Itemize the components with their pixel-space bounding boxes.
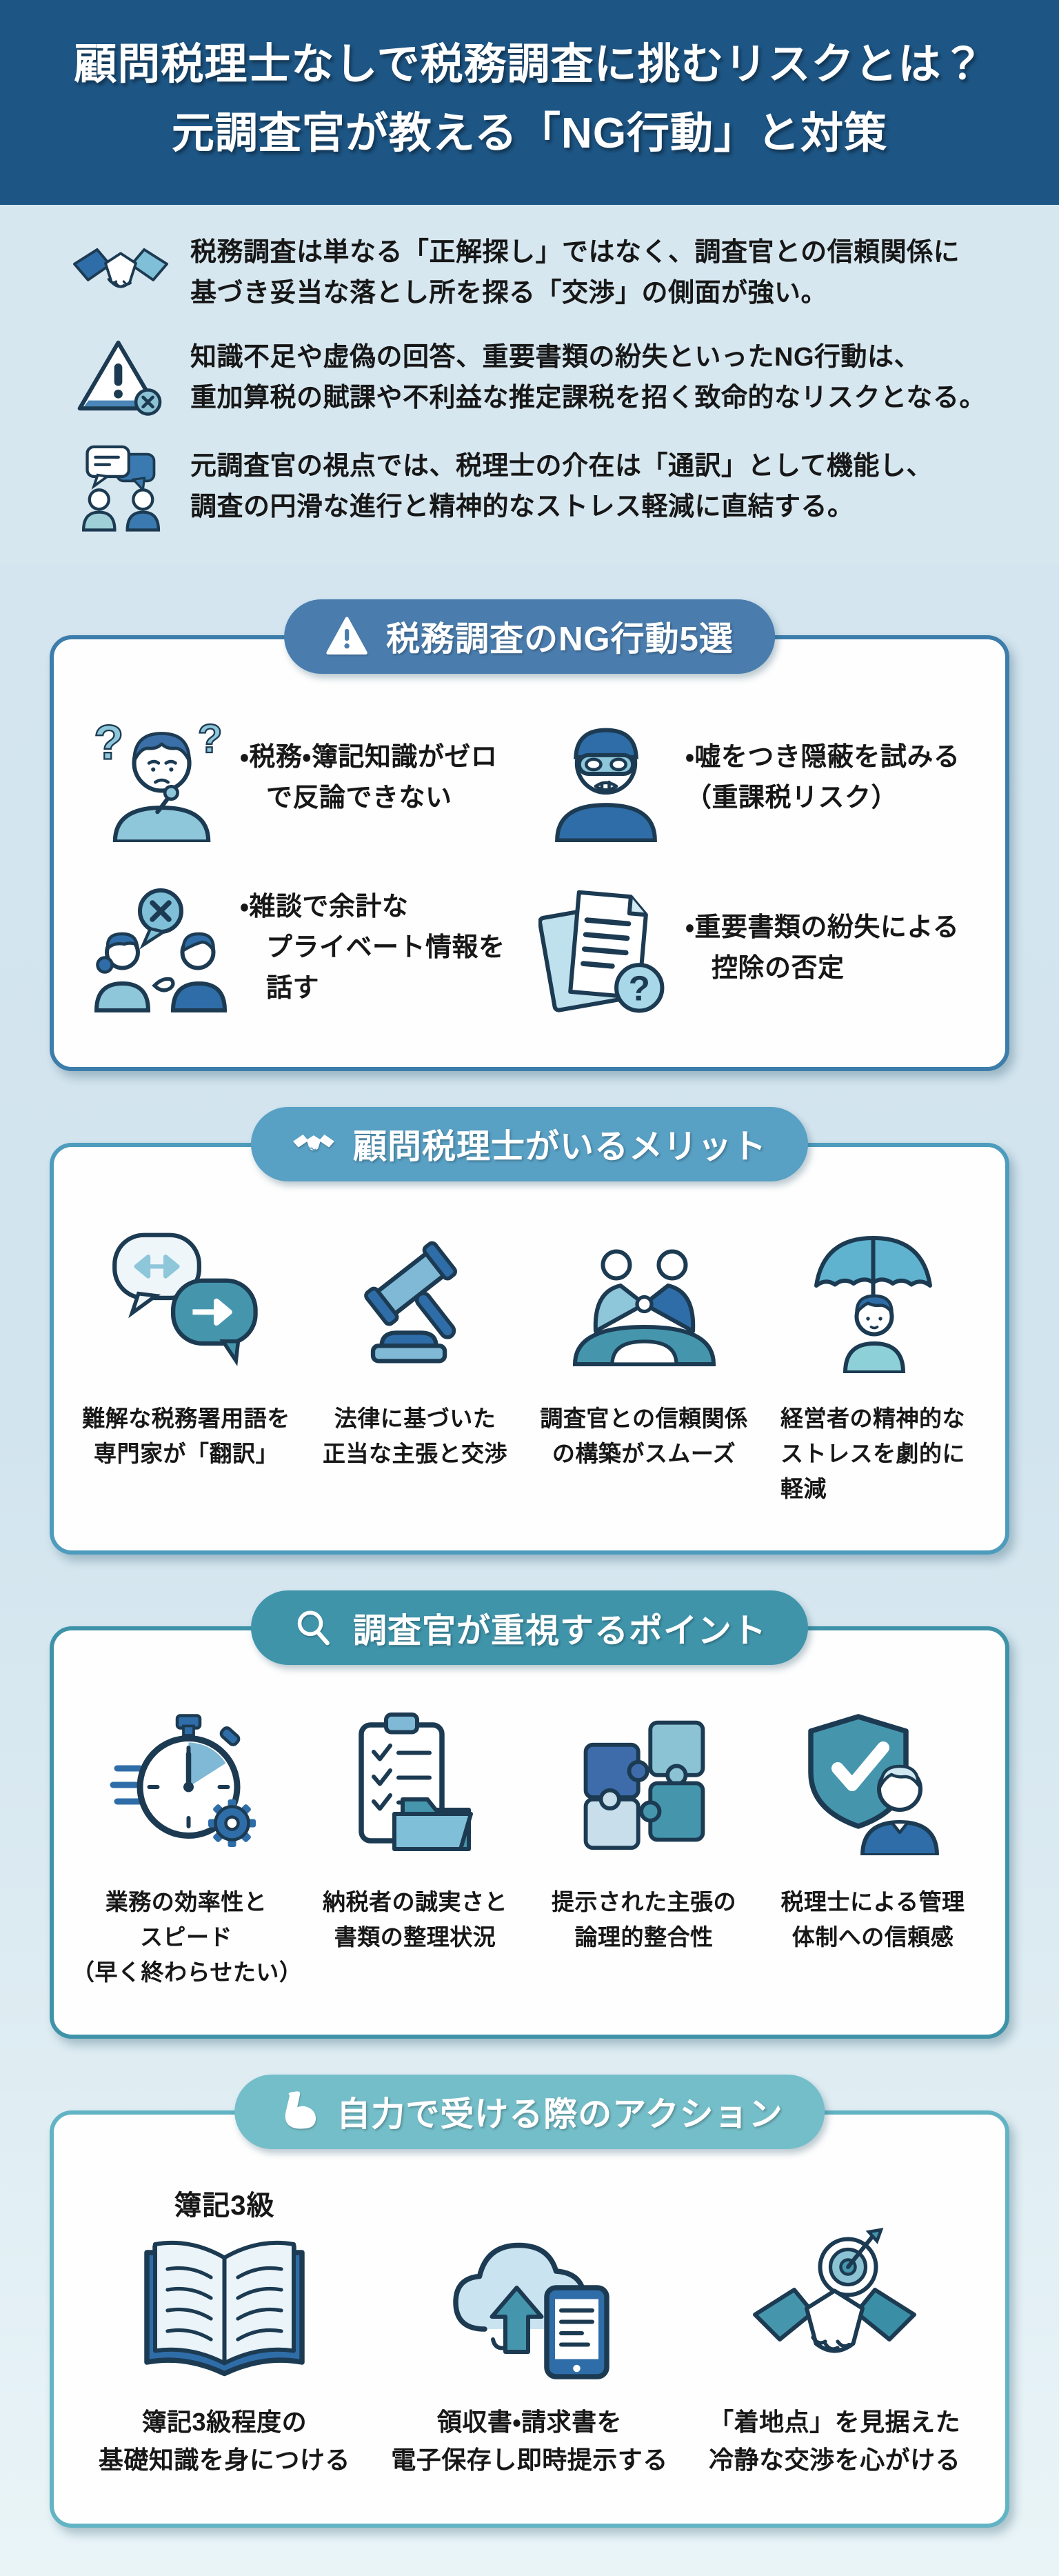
checklist-folder-icon — [343, 1697, 487, 1869]
summary-item: 知識不足や虚偽の回答、重要書類の紛失といったNG行動は、 重加算税の賦課や不利益… — [69, 337, 1018, 419]
consultation-icon — [69, 442, 172, 532]
summary-text: 知識不足や虚偽の回答、重要書類の紛失といったNG行動は、 重加算税の賦課や不利益… — [190, 342, 986, 412]
svg-text:?: ? — [198, 717, 223, 761]
action-item: 領収書・請求書を 電子保存し即時提示する — [377, 2181, 683, 2480]
section-title: 調査官が重視するポイント — [352, 1612, 767, 1650]
ng-item: ? ・重要書類の紛失による 控除の否定 — [527, 881, 972, 1016]
action-caption: 簿記3級程度の 基礎知識を身につける — [98, 2407, 350, 2475]
section-title: 自力で受ける際のアクション — [336, 2096, 783, 2133]
point-item: 提示された主張の 論理的整合性 — [530, 1697, 758, 1990]
summary-text: 税務調査は単なる「正解探し」ではなく、調査官との信頼関係に 基づき妥当な落とし所… — [190, 237, 960, 308]
summary-item: 税務調査は単なる「正解探し」ではなく、調査官との信頼関係に 基づき妥当な落とし所… — [69, 232, 1018, 314]
point-caption: 提示された主張の 論理的整合性 — [552, 1889, 736, 1950]
bridge-trust-icon — [567, 1213, 722, 1386]
section-self-actions-header: 自力で受ける際のアクション — [234, 2074, 825, 2149]
textbook-label: 簿記3級 — [174, 2190, 275, 2221]
lost-documents-icon: ? — [527, 881, 685, 1016]
gavel-icon — [345, 1213, 486, 1386]
merit-item: 調査官との信頼関係 の構築がスムーズ — [530, 1213, 758, 1506]
ng-item-text: ・雑談で余計な プライベート情報を話す — [240, 892, 505, 1004]
point-item: 納税者の誠実さと 書類の整理状況 — [301, 1697, 530, 1990]
summary-band: 税務調査は単なる「正解探し」ではなく、調査官との信頼関係に 基づき妥当な落とし所… — [0, 204, 1059, 563]
gossip-x-icon — [81, 884, 240, 1012]
warning-icon — [69, 337, 172, 419]
point-item: 業務の効率性と スピード （早く終わらせたい） — [72, 1697, 303, 1990]
sections-wrapper: 税務調査のNG行動5選 ? ? — [50, 599, 1009, 2528]
warning-triangle-icon — [326, 617, 367, 655]
merit-caption: 経営者の精神的な ストレスを劇的に 軽減 — [780, 1405, 965, 1501]
section-inspector-points-header: 調査官が重視するポイント — [250, 1590, 809, 1666]
ng-item-text: ・税務・簿記知識がゼロ で反論できない — [240, 742, 498, 812]
target-handshake-icon — [753, 2227, 917, 2353]
merit-caption: 調査官との信頼関係 の構築がスムーズ — [540, 1405, 748, 1466]
target-handshake-icon-block — [747, 2181, 922, 2388]
cloud-upload-icon-block — [441, 2181, 617, 2388]
textbook-icon-block: 簿記3級 — [137, 2181, 312, 2388]
merit-caption: 難解な税務署用語を 専門家が「翻訳」 — [82, 1405, 290, 1466]
action-item: 「着地点」を見据えた 冷静な交渉を心がける — [682, 2181, 987, 2480]
action-caption: 「着地点」を見据えた 冷静な交渉を心がける — [709, 2407, 961, 2475]
cloud-upload-icon — [453, 2242, 610, 2379]
stopwatch-gear-icon — [109, 1697, 264, 1869]
summary-item: 元調査官の視点では、税理士の介在は「通訳」として機能し、 調査の円滑な進行と精神… — [69, 442, 1018, 532]
ng-item: ? ? ・税務・簿記知識がゼロ — [81, 714, 527, 842]
ng-item-text: ・重要書類の紛失による 控除の否定 — [685, 912, 960, 983]
ng-item: ・嘘をつき隠蔽を試みる （重課税リスク） — [527, 714, 972, 842]
point-item: 税理士による管理 体制への信頼感 — [758, 1697, 987, 1990]
handshake-icon — [69, 235, 172, 311]
page-header: 顧問税理士なしで税務調査に挑むリスクとは？ 元調査官が教える「NG行動」と対策 — [0, 0, 1059, 205]
ng-item: ・雑談で余計な プライベート情報を話す — [81, 881, 527, 1016]
puzzle-icon — [574, 1697, 715, 1869]
action-item: 簿記3級 簿記3級程度の 基礎知識を身につける — [72, 2181, 377, 2480]
page-title-line-2: 元調査官が教える「NG行動」と対策 — [171, 110, 888, 158]
summary-text: 元調査官の視点では、税理士の介在は「通訳」として機能し、 調査の円滑な進行と精神… — [190, 451, 933, 521]
page-title-line-1: 顧問税理士なしで税務調査に挑むリスクとは？ — [74, 41, 985, 88]
merit-item: 難解な税務署用語を 専門家が「翻訳」 — [72, 1213, 301, 1506]
svg-text:?: ? — [94, 715, 123, 769]
merit-caption: 法律に基づいた 正当な主張と交渉 — [323, 1405, 507, 1466]
section-merits-header: 顧問税理士がいるメリット — [250, 1106, 809, 1181]
section-inspector-points: 調査官が重視するポイント — [50, 1590, 1009, 2039]
merit-item: 法律に基づいた 正当な主張と交渉 — [301, 1213, 530, 1506]
masked-liar-icon — [527, 714, 685, 842]
action-caption: 領収書・請求書を 電子保存し即時提示する — [391, 2407, 668, 2475]
confused-person-icon: ? ? — [81, 714, 240, 842]
textbook-icon — [144, 2240, 305, 2377]
section-title: 税務調査のNG行動5選 — [386, 621, 734, 659]
point-caption: 税理士による管理 体制への信頼感 — [780, 1889, 965, 1950]
section-merits: 顧問税理士がいるメリット — [50, 1106, 1009, 1555]
svg-text:?: ? — [629, 968, 650, 1008]
handshake-icon — [293, 1134, 334, 1150]
translate-bubbles-icon — [110, 1213, 262, 1386]
magnifier-icon — [297, 1610, 330, 1646]
section-card: ? ? ・税務・簿記知識がゼロ — [50, 635, 1009, 1071]
section-card: 業務の効率性と スピード （早く終わらせたい） — [50, 1626, 1009, 2039]
umbrella-person-icon — [806, 1213, 940, 1386]
biceps-icon — [285, 2090, 316, 2129]
point-caption: 業務の効率性と スピード （早く終わらせたい） — [72, 1889, 303, 1986]
merit-item: 経営者の精神的な ストレスを劇的に 軽減 — [758, 1213, 987, 1506]
bottom-spacer — [0, 2528, 1059, 2576]
section-ng-actions: 税務調査のNG行動5選 ? ? — [50, 599, 1009, 1071]
point-caption: 納税者の誠実さと 書類の整理状況 — [323, 1889, 507, 1950]
section-self-actions: 自力で受ける際のアクション 簿記3級 — [50, 2074, 1009, 2528]
section-ng-actions-header: 税務調査のNG行動5選 — [284, 599, 775, 674]
shield-person-icon — [800, 1697, 945, 1869]
section-title: 顧問税理士がいるメリット — [352, 1128, 767, 1166]
section-card: 難解な税務署用語を 専門家が「翻訳」 — [50, 1142, 1009, 1555]
ng-item-text: ・嘘をつき隠蔽を試みる （重課税リスク） — [685, 742, 960, 812]
section-card: 簿記3級 簿記3級程度の 基礎知識を身につける — [50, 2110, 1009, 2528]
